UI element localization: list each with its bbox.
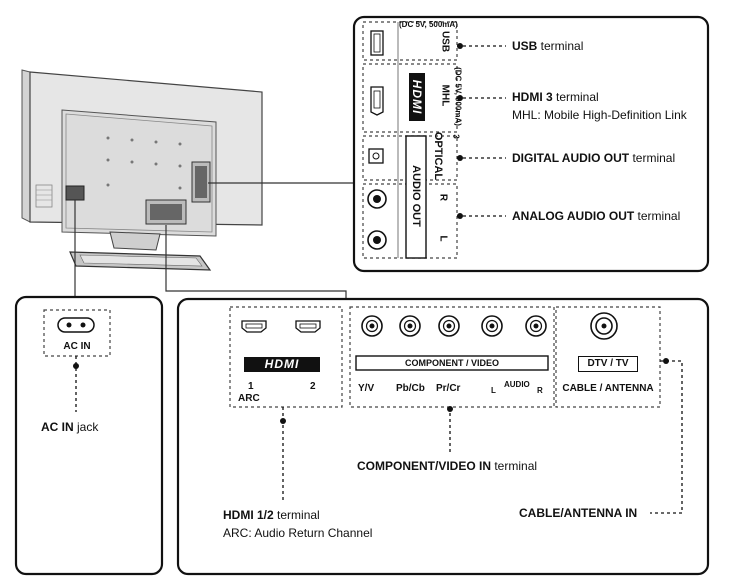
hdmi-port-1-label: 1 [248,381,254,392]
usb-rating-label: (DC 5V, 500mA) [399,20,458,29]
arc-label: ARC [238,393,260,404]
optical-vertical-label: OPTICAL [432,131,444,181]
ac-callout-bold: AC IN [41,420,74,434]
mhl-vertical-label: MHL [439,84,451,107]
mhl-rating-label: (DC 5V, 900mA) [453,67,463,126]
cable-antenna-callout: CABLE/ANTENNA IN [519,506,637,520]
analog-callout-rest: terminal [634,209,681,223]
component-callout-rest: terminal [491,459,538,473]
usb-vertical-label: USB [439,30,451,53]
dtv-tv-tag: DTV / TV [578,356,638,372]
usb-callout-rest: terminal [537,39,584,53]
cable-antenna-label: CABLE / ANTENNA [562,383,654,394]
analog-callout-bold: ANALOG AUDIO OUT [512,209,635,223]
leader-lines [74,182,356,299]
ac-panel [14,295,164,576]
hdmi12-callout-rest: terminal [273,508,320,522]
analog-audio-callout: ANALOG AUDIO OUT terminal [512,209,680,223]
optical-port-icon [368,148,384,164]
tv-illustration [21,69,263,271]
usb-callout-bold: USB [512,39,538,53]
audio-r-label: R [437,193,449,202]
ac-in-callout: AC IN jack [41,420,98,434]
hdmi12-callout: HDMI 1/2 terminal [223,508,320,522]
jack-pr-label: Pr/Cr [436,383,461,394]
hdmi3-callout: HDMI 3 terminal [512,90,599,104]
hdmi12-logo: HDMI [244,357,320,372]
audio-r-jack-label: R [537,386,543,395]
mhl-port-number: 3 [451,134,461,139]
usb-callout: USB terminal [512,39,583,53]
audio-word-label: AUDIO [504,380,530,389]
audio-l-jack-label: L [491,386,496,395]
usb-port-icon [370,30,384,56]
hdmi12-callout-bold: HDMI 1/2 [223,508,274,522]
component-tag: COMPONENT / VIDEO [404,358,499,368]
hdmi3-logo: HDMI [409,73,425,121]
ac-socket-icon [57,317,95,333]
digital-callout-bold: DIGITAL AUDIO OUT [512,151,630,165]
digital-callout-rest: terminal [629,151,676,165]
hdmi-port-2-label: 2 [310,381,316,392]
cable-callout-bold: CABLE/ANTENNA IN [519,506,638,520]
hdmi3-callout-bold: HDMI 3 [512,90,553,104]
audio-l-label: L [437,235,449,242]
component-callout-bold: COMPONENT/VIDEO IN [357,459,492,473]
arc-note: ARC: Audio Return Channel [223,526,373,540]
ac-in-tag: AC IN [63,341,91,352]
audio-out-vertical-label: AUDIO OUT [410,165,422,227]
mhl-note: MHL: Mobile High-Definition Link [512,108,687,122]
side-terminal-panel [352,15,710,273]
component-callout: COMPONENT/VIDEO IN terminal [357,459,537,473]
digital-audio-callout: DIGITAL AUDIO OUT terminal [512,151,675,165]
ac-callout-rest: jack [73,420,99,434]
jack-pb-label: Pb/Cb [396,383,425,394]
jack-y-label: Y/V [358,383,375,394]
hdmi3-callout-rest: terminal [552,90,599,104]
